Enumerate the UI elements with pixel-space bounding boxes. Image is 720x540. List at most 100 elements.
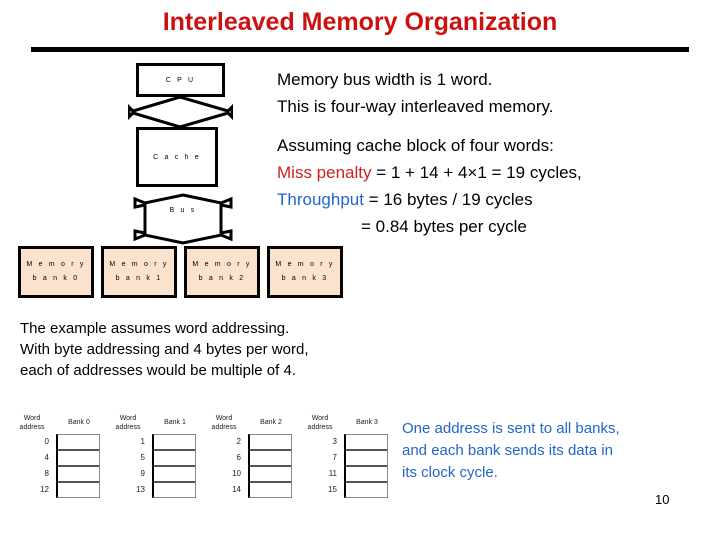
title-divider xyxy=(31,47,689,52)
memory-bank-3: M e m o r y b a n k 3 xyxy=(267,246,343,298)
bank-table-1: Word address Bank 1 1 5 9 13 xyxy=(104,410,198,502)
broadcast-note-line2: and each bank sends its data in xyxy=(402,442,613,459)
addr-header-line1: Word xyxy=(119,415,137,422)
bank-table-1-header: Bank 1 xyxy=(164,419,186,426)
table-row: 10 xyxy=(232,469,241,478)
page-number: 10 xyxy=(655,492,670,507)
bus-shape-icon xyxy=(133,193,233,245)
table-cell xyxy=(250,467,291,483)
throughput-value: = 16 bytes / 19 cycles xyxy=(363,190,533,209)
bank-table-1-addr-header: Word address xyxy=(104,414,152,432)
table-cell xyxy=(346,451,387,467)
addressing-note-line2: With byte addressing and 4 bytes per wor… xyxy=(20,341,309,358)
text-spacer xyxy=(277,120,720,132)
throughput-result: = 0.84 bytes per cycle xyxy=(361,217,527,236)
assumption-line: Assuming cache block of four words: xyxy=(277,136,554,155)
bank-table-0: Word address Bank 0 0 4 8 12 xyxy=(8,410,102,502)
bank-table-2-addr-header: Word address xyxy=(200,414,248,432)
bus-width-line: Memory bus width is 1 word. xyxy=(277,70,493,89)
bank-table-3-header: Bank 3 xyxy=(356,419,378,426)
bank-table-3-addresses: 3 7 11 15 xyxy=(296,434,342,498)
bus-label: B u s xyxy=(169,207,197,214)
addr-header-line2: address xyxy=(115,424,141,431)
bank-table-0-cells xyxy=(56,434,100,498)
bank-table-1-cells xyxy=(152,434,196,498)
bank-table-0-header: Bank 0 xyxy=(68,419,90,426)
table-row: 6 xyxy=(236,453,241,462)
addr-header-line2: address xyxy=(19,424,45,431)
memory-bank-3-line2: b a n k 3 xyxy=(281,275,329,282)
table-row: 8 xyxy=(44,469,49,478)
page-title: Interleaved Memory Organization xyxy=(162,8,558,36)
memory-bank-3-line1: M e m o r y xyxy=(275,261,335,268)
bank-table-3-cells xyxy=(344,434,388,498)
bank-table-2-cells xyxy=(248,434,292,498)
memory-bank-2: M e m o r y b a n k 2 xyxy=(184,246,260,298)
addressing-note: The example assumes word addressing. Wit… xyxy=(20,318,460,381)
bank-table-2-header: Bank 2 xyxy=(260,419,282,426)
table-row: 9 xyxy=(140,469,145,478)
table-row: 3 xyxy=(332,437,337,446)
bank-table-3-addr-header: Word address xyxy=(296,414,344,432)
table-cell xyxy=(58,467,99,483)
memory-bank-2-line1: M e m o r y xyxy=(192,261,252,268)
memory-bank-2-line2: b a n k 2 xyxy=(198,275,246,282)
throughput-label: Throughput xyxy=(277,190,364,209)
table-cell xyxy=(58,451,99,467)
bank-table-3: Word address Bank 3 3 7 11 15 xyxy=(296,410,390,502)
cache-label: C a c h e xyxy=(153,153,201,161)
addr-header-line1: Word xyxy=(215,415,233,422)
table-row: 0 xyxy=(44,437,49,446)
memory-bank-1: M e m o r y b a n k 1 xyxy=(101,246,177,298)
broadcast-note-line1: One address is sent to all banks, xyxy=(402,420,620,437)
table-cell xyxy=(250,451,291,467)
addr-header-line2: address xyxy=(307,424,333,431)
addr-header-line1: Word xyxy=(311,415,329,422)
table-row: 14 xyxy=(232,485,241,494)
table-row: 1 xyxy=(140,437,145,446)
memory-bank-0-line2: b a n k 0 xyxy=(32,275,80,282)
table-row: 12 xyxy=(40,485,49,494)
table-row: 15 xyxy=(328,485,337,494)
cpu-label: C P U xyxy=(165,76,196,84)
miss-penalty-label: Miss penalty xyxy=(277,163,372,182)
interleave-line: This is four-way interleaved memory. xyxy=(277,97,554,116)
table-cell xyxy=(58,435,99,451)
table-cell xyxy=(154,435,195,451)
table-cell xyxy=(154,483,195,499)
table-row: 7 xyxy=(332,453,337,462)
throughput-line: Throughput = 16 bytes / 19 cycles xyxy=(277,186,720,213)
bank-table-2: Word address Bank 2 2 6 10 14 xyxy=(200,410,294,502)
table-row: 2 xyxy=(236,437,241,446)
memory-bank-0: M e m o r y b a n k 0 xyxy=(18,246,94,298)
table-cell xyxy=(346,483,387,499)
bank-table-0-addresses: 0 4 8 12 xyxy=(8,434,54,498)
cpu-box: C P U xyxy=(136,63,225,97)
miss-penalty-value: = 1 + 14 + 4×1 = 19 cycles, xyxy=(371,163,582,182)
table-row: 11 xyxy=(328,469,337,478)
table-row: 4 xyxy=(44,453,49,462)
addressing-note-line1: The example assumes word addressing. xyxy=(20,320,290,337)
bank-address-tables: Word address Bank 0 0 4 8 12 Word addres… xyxy=(6,410,406,505)
addressing-note-line3: each of addresses would be multiple of 4… xyxy=(20,362,296,379)
table-cell xyxy=(154,451,195,467)
addr-header-line1: Word xyxy=(23,415,41,422)
memory-bank-1-line2: b a n k 1 xyxy=(115,275,163,282)
memory-bank-0-line1: M e m o r y xyxy=(26,261,86,268)
memory-hierarchy-diagram: C P U C a c h e B u s M e m o r y b a n … xyxy=(0,0,370,320)
table-cell xyxy=(346,467,387,483)
table-row: 5 xyxy=(140,453,145,462)
table-cell xyxy=(250,483,291,499)
addr-header-line2: address xyxy=(211,424,237,431)
memory-bank-1-line1: M e m o r y xyxy=(109,261,169,268)
table-cell xyxy=(250,435,291,451)
table-cell xyxy=(346,435,387,451)
broadcast-note-line3: its clock cycle. xyxy=(402,464,498,481)
table-row: 13 xyxy=(136,485,145,494)
explanation-text-block: Memory bus width is 1 word. This is four… xyxy=(277,66,720,240)
bank-table-2-addresses: 2 6 10 14 xyxy=(200,434,246,498)
cache-box: C a c h e xyxy=(136,127,218,187)
bank-table-1-addresses: 1 5 9 13 xyxy=(104,434,150,498)
miss-penalty-line: Miss penalty = 1 + 14 + 4×1 = 19 cycles, xyxy=(277,159,720,186)
table-cell xyxy=(58,483,99,499)
